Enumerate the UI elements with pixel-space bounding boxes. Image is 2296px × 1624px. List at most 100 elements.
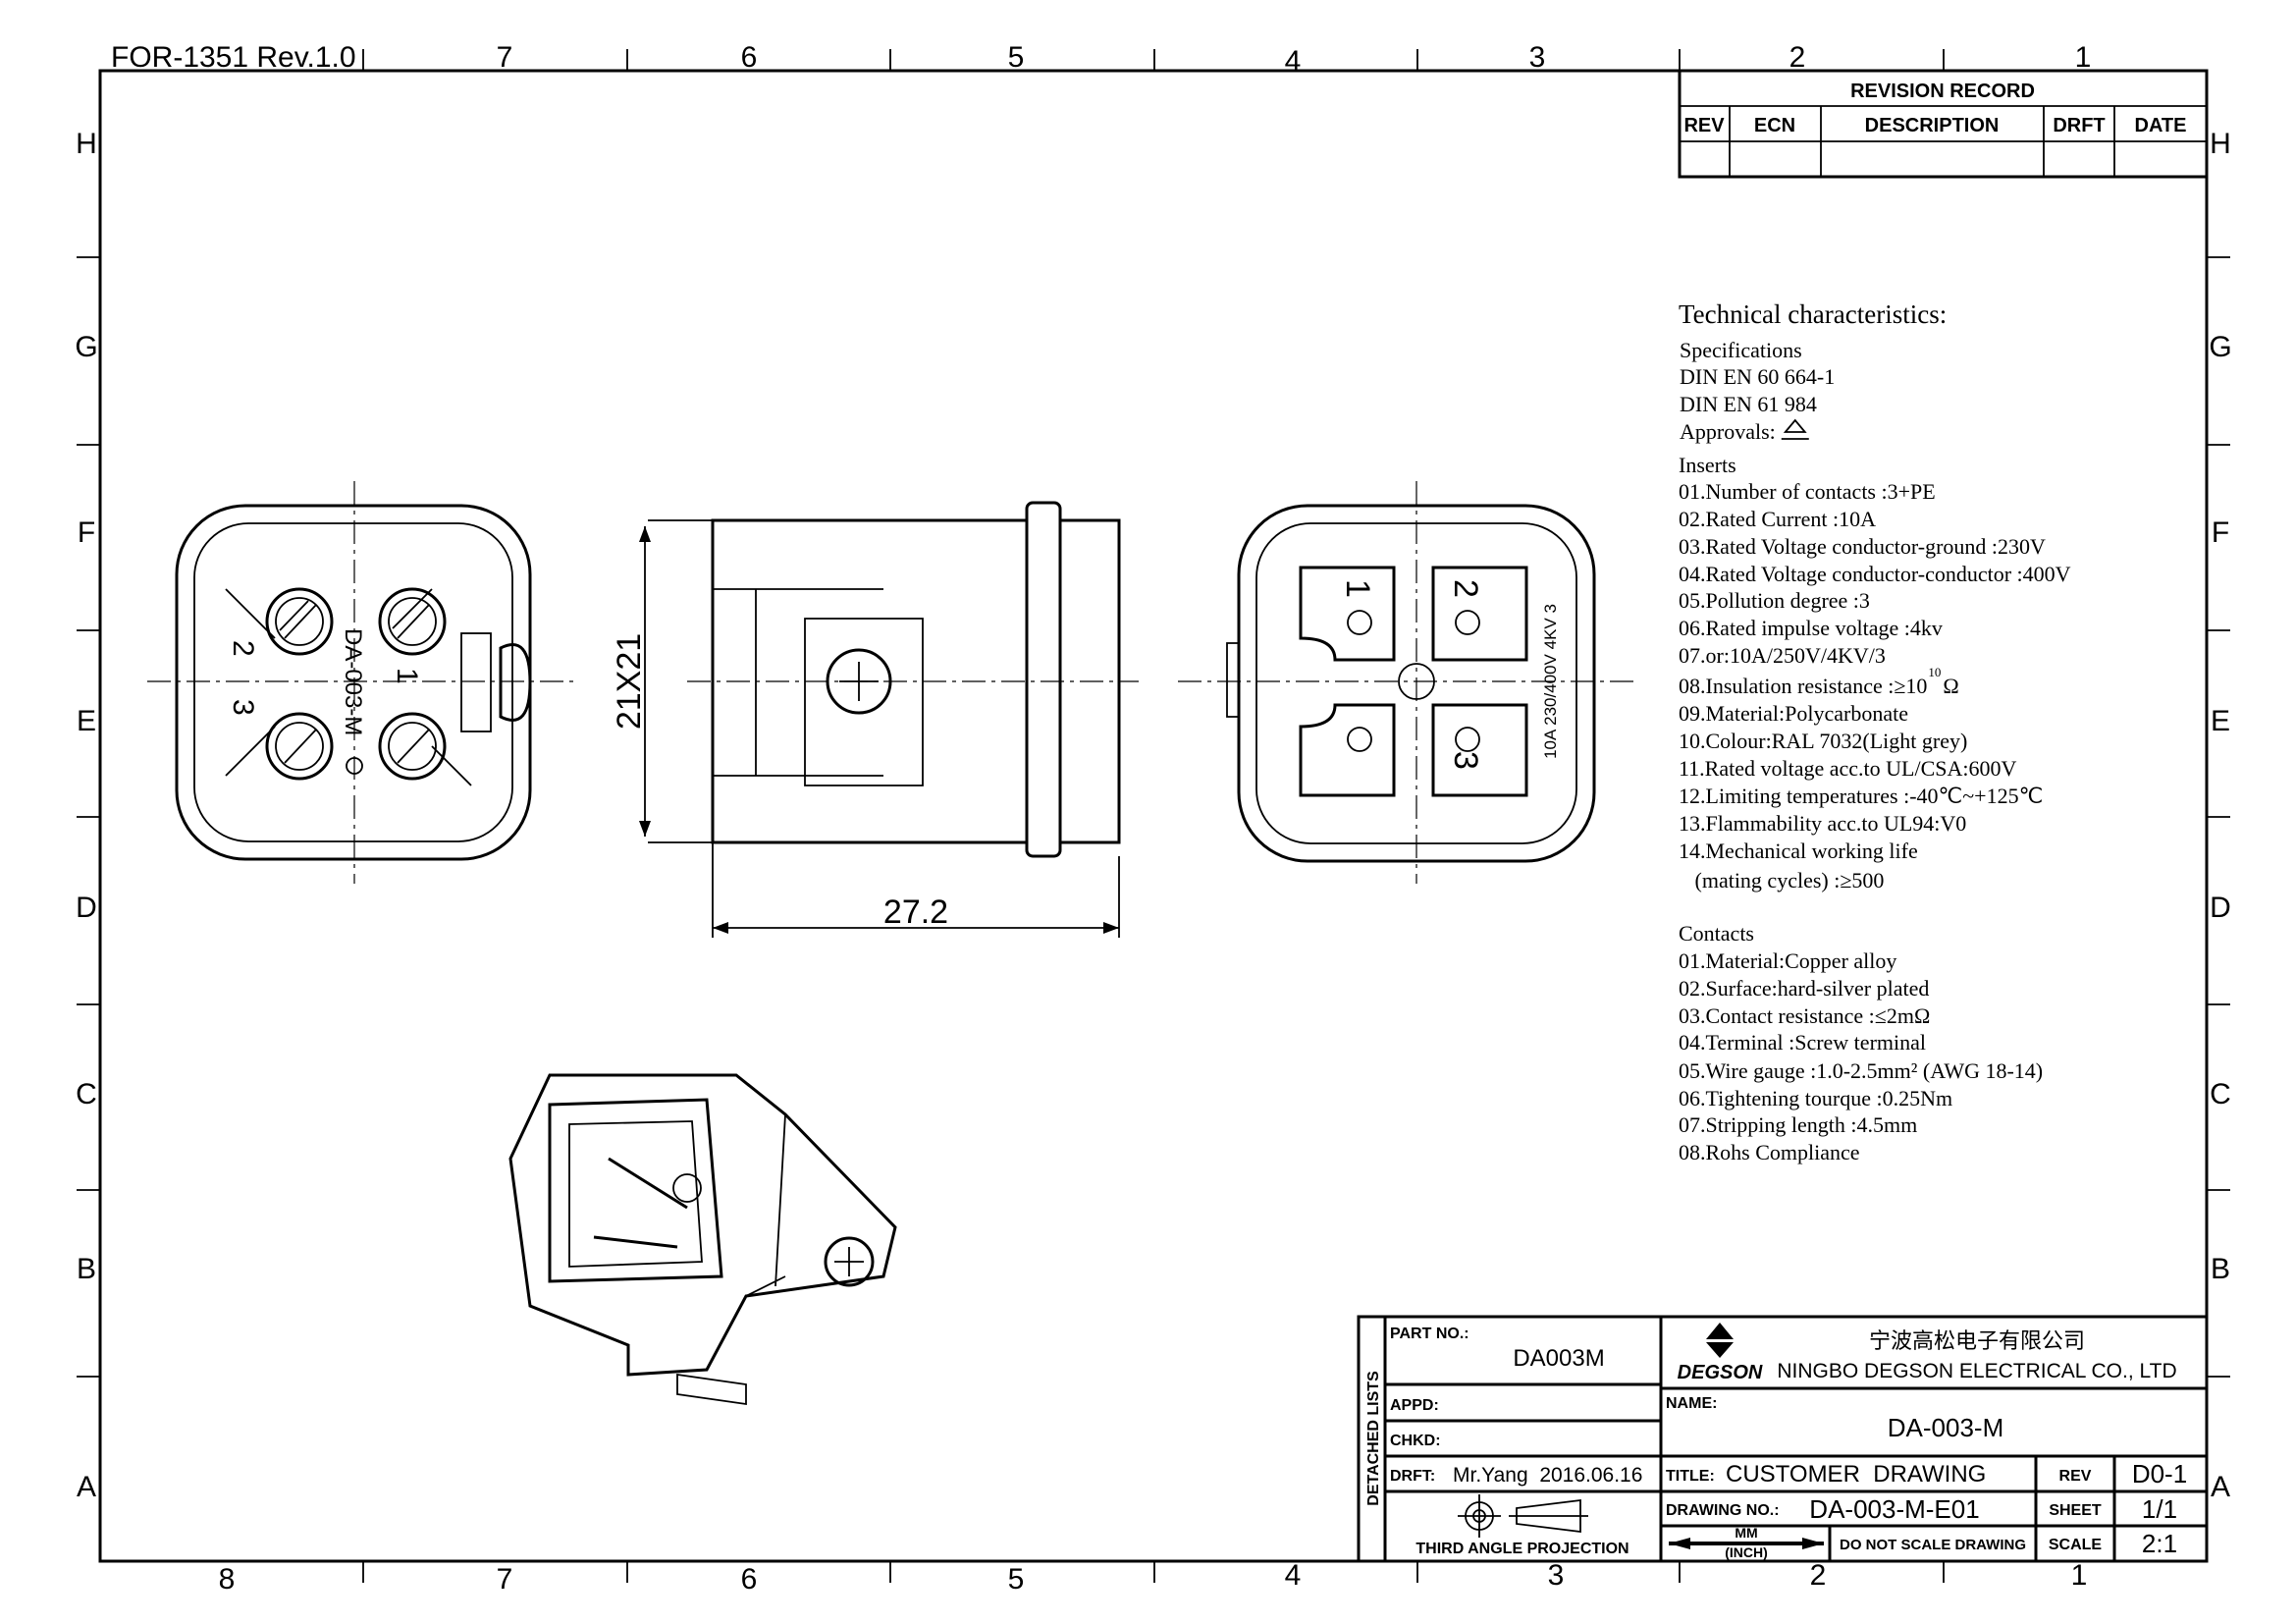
sheet-border: [98, 69, 2209, 1563]
insert-line: 12.Limiting temperatures :-40℃~+125℃: [1679, 784, 2043, 808]
insert-line: 03.Rated Voltage conductor-ground :230V: [1679, 534, 2046, 559]
insert-line: 05.Pollution degree :3: [1679, 588, 1870, 613]
row-label: A: [77, 1471, 96, 1503]
row-label: E: [2211, 705, 2230, 737]
title-value: CUSTOMER DRAWING: [1726, 1461, 1986, 1488]
col-label: 2: [1789, 41, 1806, 74]
insert-line: 13.Flammability acc.to UL94:V0: [1679, 811, 1966, 836]
insert-line: 08.Insulation resistance :≥10: [1679, 674, 1927, 698]
scale-value: 2:1: [2142, 1529, 2177, 1558]
side-view-drawing: 21X21 27.2: [611, 501, 1139, 938]
ecn-header: ECN: [1754, 115, 1795, 136]
pin-number: 1: [391, 668, 423, 684]
spec-line: Approvals:: [1680, 419, 1776, 444]
description-header: DESCRIPTION: [1865, 115, 2000, 136]
appd-label: APPD:: [1390, 1397, 1439, 1414]
insert-line: (mating cycles) :≥500: [1679, 868, 1884, 893]
rev-value: D0-1: [2132, 1459, 2187, 1489]
insert-line: 14.Mechanical working life: [1679, 839, 1918, 863]
drawing-no-label: DRAWING NO.:: [1666, 1502, 1780, 1519]
row-label: D: [2210, 892, 2231, 924]
rating-marking: 10A 230/400V 4KV 3: [1541, 604, 1560, 759]
title-block: DETACHED LISTS PART NO.: DA003M APPD: CH…: [1357, 1315, 2209, 1563]
spec-line: DIN EN 61 984: [1680, 392, 1817, 416]
row-label: H: [76, 128, 97, 160]
tech-title: Technical characteristics:: [1679, 299, 1947, 329]
col-label: 2: [1810, 1559, 1827, 1592]
part-no-value: DA003M: [1513, 1345, 1604, 1372]
col-label: 1: [2071, 1559, 2088, 1592]
col-label: 8: [219, 1563, 236, 1596]
pin-number: 2: [1447, 579, 1484, 598]
row-label: G: [2209, 331, 2231, 363]
company-logo-text: DEGSON: [1678, 1362, 1763, 1383]
row-label: A: [2211, 1471, 2230, 1503]
sheet-label: SHEET: [2049, 1502, 2102, 1519]
row-label: C: [76, 1078, 97, 1110]
contact-line: 01.Material:Copper alloy: [1679, 948, 1896, 973]
row-labels-left: H G F E D C B A: [75, 128, 97, 1503]
detached-lists-label: DETACHED LISTS: [1365, 1371, 1382, 1506]
insert-line: 09.Material:Polycarbonate: [1679, 701, 1908, 726]
insert-line: 04.Rated Voltage conductor-conductor :40…: [1679, 562, 2071, 586]
technical-characteristics: Technical characteristics: Specification…: [1679, 299, 2071, 1164]
projection-label: THIRD ANGLE PROJECTION: [1415, 1541, 1629, 1557]
company-name-cn: 宁波高松电子有限公司: [1869, 1328, 2085, 1353]
part-no-label: PART NO.:: [1390, 1326, 1469, 1342]
col-label: 5: [1008, 41, 1025, 74]
front-view-drawing: DA-003-M 1 2 3: [147, 481, 579, 884]
contact-line: 06.Tightening tourque :0.25Nm: [1679, 1086, 1952, 1110]
form-id: FOR-1351 Rev.1.0: [111, 41, 356, 74]
contact-line: 08.Rohs Compliance: [1679, 1140, 1860, 1164]
unit-inch: (INCH): [1725, 1544, 1768, 1560]
insert-line: 01.Number of contacts :3+PE: [1679, 479, 1936, 504]
rev-header: REV: [1683, 115, 1725, 136]
row-label: C: [2210, 1078, 2231, 1110]
col-label: 7: [497, 41, 513, 74]
third-angle-projection-icon: [1458, 1494, 1588, 1538]
revision-record-title: REVISION RECORD: [1850, 81, 2035, 102]
revision-record-table: REVISION RECORD REV ECN DESCRIPTION DRFT…: [1678, 69, 2209, 179]
pin-number: 2: [227, 640, 259, 657]
row-label: F: [78, 516, 95, 549]
company-name-en: NINGBO DEGSON ELECTRICAL CO., LTD: [1777, 1360, 2176, 1382]
row-label: G: [75, 331, 97, 363]
insulation-unit: Ω: [1943, 674, 1958, 698]
pin-number: 3: [1447, 751, 1484, 770]
contacts-title: Contacts: [1679, 921, 1754, 946]
isometric-view-drawing: [508, 1073, 897, 1406]
unit-mm: MM: [1735, 1525, 1757, 1541]
col-label: 4: [1285, 45, 1302, 78]
insert-line: 02.Rated Current :10A: [1679, 507, 1876, 531]
insulation-exponent: 10: [1928, 665, 1941, 679]
contact-line: 03.Contact resistance :≤2mΩ: [1679, 1003, 1930, 1028]
contact-line: 07.Stripping length :4.5mm: [1679, 1112, 1917, 1137]
date-header: DATE: [2135, 115, 2187, 136]
row-label: B: [77, 1253, 96, 1285]
col-label: 4: [1285, 1559, 1302, 1592]
name-label: NAME:: [1666, 1395, 1717, 1412]
title-label: TITLE:: [1666, 1468, 1715, 1485]
col-label: 7: [497, 1563, 513, 1596]
degson-logo: DEGSON: [1678, 1323, 1763, 1383]
pin-number: 3: [227, 699, 259, 716]
col-label: 5: [1008, 1563, 1025, 1596]
insert-line: 06.Rated impulse voltage :4kv: [1679, 616, 1943, 640]
do-not-scale-label: DO NOT SCALE DRAWING: [1840, 1537, 2026, 1553]
spec-line: Specifications: [1680, 338, 1802, 362]
col-label: 6: [741, 41, 758, 74]
insert-line: 07.or:10A/250V/4KV/3: [1679, 643, 1886, 668]
insert-line: 11.Rated voltage acc.to UL/CSA:600V: [1679, 756, 2017, 781]
spec-line: DIN EN 60 664-1: [1680, 364, 1835, 389]
rev-label: REV: [2059, 1468, 2092, 1485]
rear-view-drawing: 1 2 3 10A 230/400V 4KV 3: [1178, 481, 1634, 884]
column-labels-bottom: 8 7 6 5 4 3 2 1: [219, 1559, 2088, 1596]
contact-line: 05.Wire gauge :1.0-2.5mm² (AWG 18-14): [1679, 1058, 2043, 1083]
drafter-value: Mr.Yang 2016.06.16: [1453, 1464, 1642, 1487]
col-label: 3: [1548, 1559, 1565, 1592]
pin-number: 1: [1339, 579, 1376, 598]
part-marking: DA-003-M: [340, 628, 366, 735]
inserts-title: Inserts: [1679, 453, 1736, 477]
row-labels-right: H G F E D C B A: [2209, 128, 2231, 1503]
